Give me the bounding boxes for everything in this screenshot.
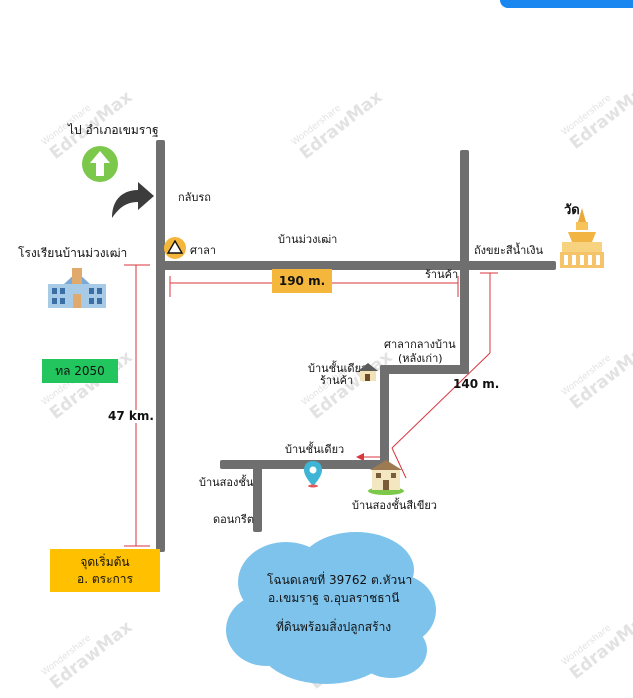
vertical-distance-label: 47 km.	[108, 409, 154, 423]
start-line1: จุดเริ่มต้น	[80, 554, 130, 569]
single-storey-house-shop-label: บ้านชั้นเดียว	[308, 362, 368, 375]
two-storey-house-label: บ้านสองชั้น	[199, 476, 254, 489]
sala-label: ศาลา	[190, 244, 217, 257]
green-house-icon	[368, 460, 404, 495]
land-line2: อ.เขมราฐ จ.อุบลราชธานี	[268, 591, 400, 605]
village-hall-note: (หลังเก่า)	[398, 352, 443, 365]
muang-tao-village-label: บ้านม่วงเฒ่า	[278, 233, 338, 246]
temple-label: วัด	[564, 203, 580, 218]
school-label: โรงเรียนบ้านม่วงเฒ่า	[18, 246, 128, 260]
start-line2: อ. ตระการ	[77, 571, 133, 586]
land-cloud-icon	[226, 532, 436, 684]
diagonal-distance-label: 140 m.	[453, 377, 500, 391]
road-right-vertical	[460, 150, 469, 372]
to-district-label: ไป อำเภอเขมราฐ	[68, 123, 159, 137]
start-box: จุดเริ่มต้น อ. ตระการ	[50, 549, 160, 592]
shop-top-label: ร้านค้า	[425, 268, 459, 281]
sala-icon	[164, 237, 186, 259]
concrete-floor-label: ดอนกรีต	[213, 513, 254, 526]
village-road-horizontal	[160, 261, 556, 270]
lower-road-vertical	[253, 460, 262, 532]
turn-back-label: กลับรถ	[178, 191, 211, 204]
village-hall-label: ศาลากลางบ้าน	[384, 338, 456, 351]
main-road-vertical	[156, 140, 165, 552]
green-two-storey-house-label: บ้านสองชั้นสีเขียว	[352, 499, 437, 512]
silver-tank-label: ถังขยะสีน้ำเงิน	[474, 244, 543, 257]
land-line1: โฉนดเลขที่ 39762 ต.หัวนา	[267, 573, 413, 587]
shop-mid-label: ร้านค้า	[320, 374, 354, 387]
single-storey-house-label: บ้านชั้นเดียว	[285, 443, 345, 456]
road-connector-horizontal	[380, 365, 469, 374]
temple-icon	[560, 208, 604, 268]
turn-arrow-icon	[112, 182, 154, 218]
highway-box: ทล 2050	[42, 359, 118, 383]
up-arrow-icon	[82, 146, 118, 182]
horizontal-distance-box: 190 m.	[272, 269, 332, 293]
small-house-icon	[358, 363, 378, 381]
land-line3: ที่ดินพร้อมสิ่งปลูกสร้าง	[276, 620, 392, 634]
top-button[interactable]	[500, 0, 633, 8]
lower-road-horizontal	[220, 460, 389, 469]
school-icon	[48, 268, 106, 308]
road-connector-vertical	[380, 365, 389, 467]
location-pin-icon	[304, 461, 322, 488]
